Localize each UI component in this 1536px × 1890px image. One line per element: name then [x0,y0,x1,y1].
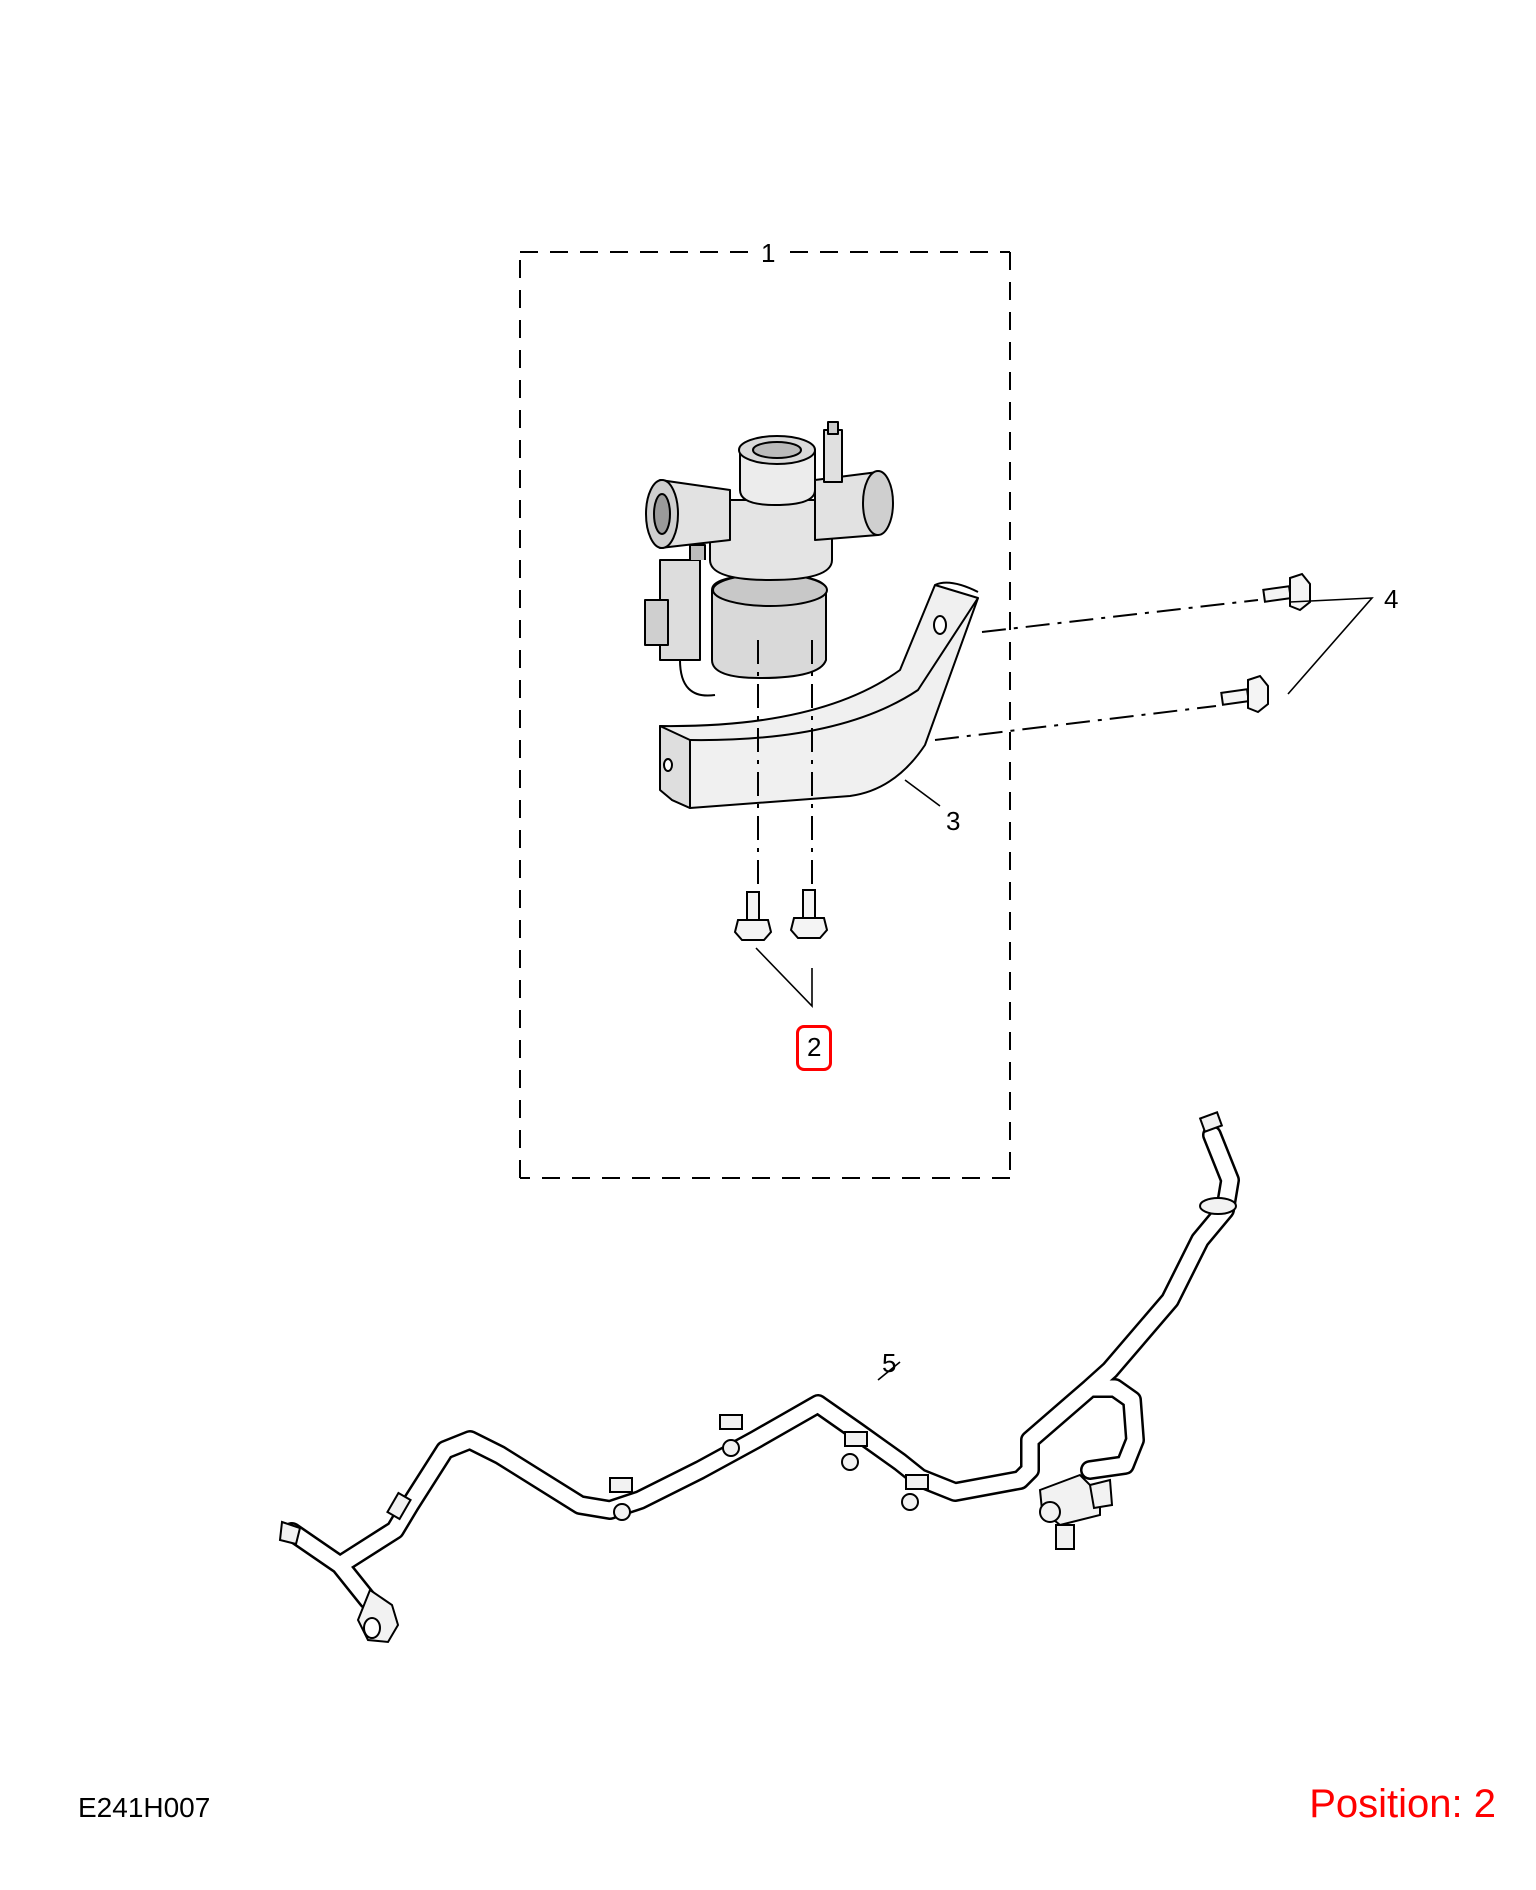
callout-4: 4 [1384,584,1399,614]
callout-3: 3 [946,806,961,836]
alignment-lines [757,599,1259,885]
callout-5: 5 [882,1348,897,1378]
mounting-bracket [659,581,979,809]
leader-lines [755,597,1374,1381]
callout-2: 2 [807,1032,822,1062]
bolt-pair-item-4 [1220,572,1311,714]
assembly-boundary [519,251,1011,1179]
pump-assembly [644,421,894,697]
drawing-code: E241H007 [78,1792,211,1823]
bolt-pair-item-2 [733,889,829,941]
callout-1: 1 [761,238,776,268]
position-label: Position: 2 [1309,1782,1496,1826]
highlight-box-item-2 [796,1025,832,1071]
hose-fittings [278,1111,1237,1644]
hose-assembly-item-5 [282,1125,1240,1610]
